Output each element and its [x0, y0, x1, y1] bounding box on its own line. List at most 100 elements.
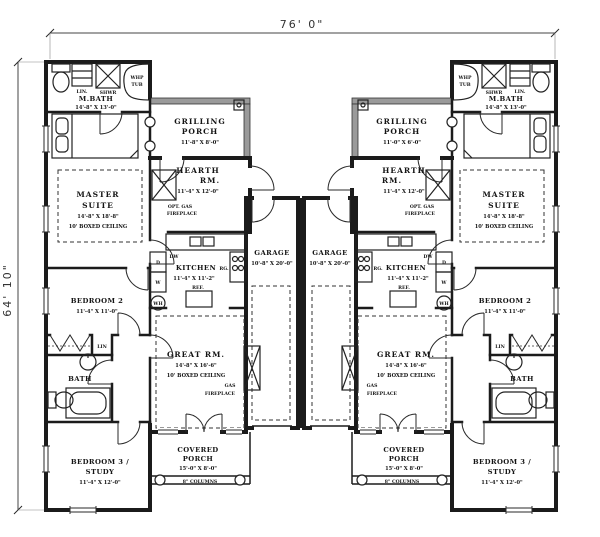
label-washer: W [440, 280, 447, 286]
window-icon [42, 205, 50, 233]
room-label-great: GREAT RM. [377, 350, 435, 359]
room-label-mbath: M.BATH [489, 95, 524, 103]
room-label-garage: GARAGE [254, 249, 289, 257]
refrigerator-icon [185, 290, 213, 308]
room-label-garage: GARAGE [312, 249, 347, 257]
label-great-ceiling: 10' BOXED CEILING [377, 373, 435, 379]
hearth-fireplace-icon [151, 169, 177, 201]
room-label-bedroom2: BEDROOM 2 [479, 297, 532, 305]
label-dryer: D [156, 260, 160, 266]
label-shwr: SHWR [100, 90, 117, 96]
room-label-porch-1: COVERED [177, 446, 218, 454]
room-label-kitchen: KITCHEN [386, 264, 426, 272]
dim-label-kitchen: 11'-4" X 11'-2" [387, 276, 429, 282]
label-ref: REF. [398, 285, 410, 291]
label-columns: 8" COLUMNS [183, 479, 218, 485]
room-label-bath: BATH [68, 375, 92, 383]
room-label-bath: BATH [510, 375, 534, 383]
great-room-boxed-ceiling-outline [155, 315, 245, 429]
bath-sink-icon [79, 353, 97, 371]
label-gas-2: FIREPLACE [367, 391, 398, 397]
room-label-bedroom3-2: STUDY [86, 468, 115, 476]
room-label-hearth-2: RM. [200, 176, 220, 185]
dim-label-porch: 15'-0" X 8'-0" [385, 466, 423, 472]
dim-label-great: 14'-8" X 16'-6" [175, 363, 217, 369]
label-opt-gas-1: OPT. GAS [410, 204, 435, 210]
label-tub: TUB [131, 82, 142, 88]
room-label-grilling-2: PORCH [182, 127, 218, 136]
window-icon [42, 287, 50, 315]
dim-label-bedroom3: 11'-4" X 12'-0" [79, 480, 121, 486]
dim-label-hearth: 11'-4" X 12'-0" [177, 189, 219, 195]
dim-label-mbath: 14'-8" X 13'-0" [75, 105, 117, 111]
label-wh: WH [152, 301, 163, 307]
room-label-porch-2: PORCH [183, 455, 214, 463]
window-icon [42, 445, 50, 473]
bath-bedroom3-walls [44, 353, 152, 424]
room-label-master-2: SUITE [488, 201, 520, 210]
bathtub-icon [65, 387, 111, 419]
room-label-master-1: MASTER [76, 190, 119, 199]
room-label-mbath: M.BATH [79, 95, 114, 103]
top-extension-lines [49, 33, 556, 59]
hearth-walls [148, 156, 252, 234]
great-room-fireplace-icon [243, 345, 261, 391]
label-rg: RG. [219, 266, 229, 272]
left-unit-geometry [42, 60, 300, 514]
label-opt-gas-2: FIREPLACE [405, 211, 436, 217]
label-whp: WHP [458, 75, 472, 81]
overall-depth-label: 64' 10" [1, 263, 14, 317]
label-lin: LIN. [77, 89, 88, 95]
grilling-porch-wall-side [243, 103, 251, 159]
dim-label-garage: 10'-8" X 20'-0" [309, 261, 351, 267]
label-wh: WH [438, 301, 449, 307]
room-label-kitchen: KITCHEN [176, 264, 216, 272]
bifold-closet-doors [49, 334, 91, 352]
left-unit-fixtures [47, 63, 261, 486]
label-dryer: D [442, 260, 446, 266]
label-dw: DW [169, 254, 179, 260]
label-gas-2: FIREPLACE [205, 391, 236, 397]
label-master-ceiling: 10' BOXED CEILING [475, 224, 533, 230]
master-boxed-ceiling-outline [57, 169, 143, 243]
dim-label-kitchen: 11'-4" X 11'-2" [173, 276, 215, 282]
left-extension-lines [18, 61, 44, 511]
window-icon [158, 428, 178, 436]
room-label-hearth-1: HEARTH [382, 166, 425, 175]
label-gas-1: GAS [367, 383, 378, 389]
toilet-icon [51, 63, 71, 93]
room-label-bedroom3-1: BEDROOM 3 / [71, 458, 129, 466]
label-opt-gas-2: FIREPLACE [167, 211, 198, 217]
bed-icon [51, 113, 139, 159]
dim-label-grilling: 11'-0" X 6'-0" [383, 140, 421, 146]
covered-porch-outline [149, 432, 251, 485]
dim-label-bedroom2: 11'-4" X 11'-0" [76, 309, 118, 315]
range-icon [229, 251, 247, 283]
window-icon [42, 125, 50, 153]
right-unit-geometry [302, 60, 562, 516]
door-swings [49, 111, 275, 445]
dim-label-great: 14'-8" X 16'-6" [385, 363, 427, 369]
room-label-bedroom3-1: BEDROOM 3 / [473, 458, 531, 466]
label-washer: W [154, 280, 161, 286]
room-label-bedroom2: BEDROOM 2 [71, 297, 124, 305]
overall-width-label: 76' 0" [280, 18, 325, 31]
dim-label-master: 14'-8" X 18'-8" [77, 214, 119, 220]
label-lin: LIN. [515, 89, 526, 95]
dim-label-bedroom3: 11'-4" X 12'-0" [481, 480, 523, 486]
porch-light-icon [144, 140, 156, 152]
dim-label-hearth: 11'-4" X 12'-0" [383, 189, 425, 195]
left-unit-labels: M.BATH 14'-8" X 13'-0" WHP TUB SHWR LIN.… [68, 75, 293, 486]
room-label-porch-1: COVERED [383, 446, 424, 454]
room-label-bedroom3-2: STUDY [488, 468, 517, 476]
window-icon [226, 428, 242, 436]
linen-closet-icon [71, 63, 93, 87]
porch-light-icon [144, 116, 156, 128]
label-great-ceiling: 10' BOXED CEILING [167, 373, 225, 379]
label-opt-gas-1: OPT. GAS [168, 204, 193, 210]
label-tub: TUB [459, 82, 470, 88]
dim-label-garage: 10'-8" X 20'-0" [251, 261, 293, 267]
dim-label-porch: 15'-0" X 8'-0" [179, 466, 217, 472]
